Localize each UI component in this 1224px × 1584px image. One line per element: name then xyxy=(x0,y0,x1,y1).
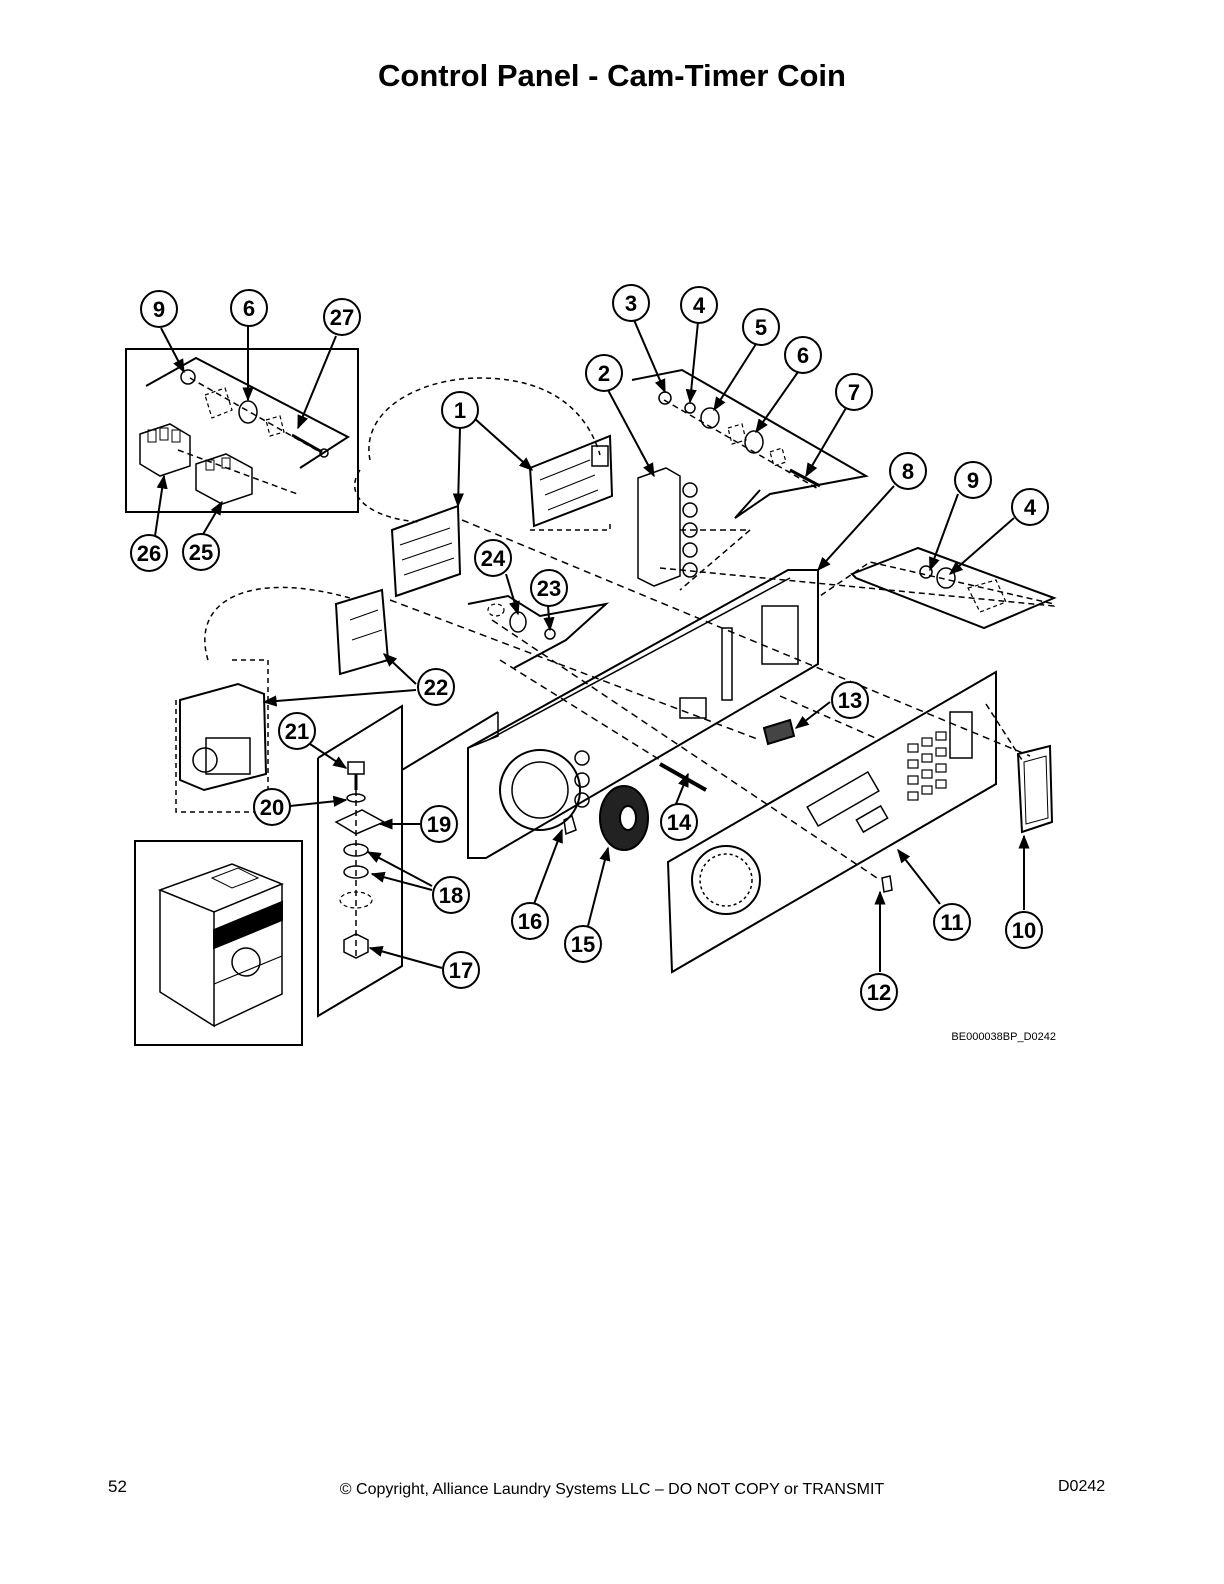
callout-27: 27 xyxy=(323,298,361,336)
callout-12: 12 xyxy=(860,973,898,1011)
callout-18: 18 xyxy=(432,876,470,914)
svg-text:27: 27 xyxy=(330,305,354,330)
timer-board-assembly xyxy=(353,377,614,598)
svg-text:21: 21 xyxy=(285,719,309,744)
svg-text:9: 9 xyxy=(967,468,979,493)
page-number: 52 xyxy=(108,1477,127,1496)
svg-text:4: 4 xyxy=(1024,495,1037,520)
switch-mount-hardware xyxy=(631,368,869,519)
svg-text:17: 17 xyxy=(449,958,473,983)
alignment-lines xyxy=(389,519,1031,881)
callout-4: 4 xyxy=(1011,488,1049,526)
callout-3: 3 xyxy=(612,284,650,322)
svg-text:13: 13 xyxy=(838,688,862,713)
callout-15: 15 xyxy=(564,925,602,963)
svg-text:2: 2 xyxy=(598,361,610,386)
callout-4: 4 xyxy=(680,286,718,324)
page-title: Control Panel - Cam-Timer Coin xyxy=(378,58,846,93)
svg-text:24: 24 xyxy=(481,546,506,571)
svg-text:7: 7 xyxy=(848,380,860,405)
callout-6: 6 xyxy=(230,289,268,327)
leader-lines xyxy=(154,319,1030,972)
callout-11: 11 xyxy=(933,903,971,941)
callout-13: 13 xyxy=(831,681,869,719)
callout-19: 19 xyxy=(420,805,458,843)
callout-21: 21 xyxy=(278,712,316,750)
copyright-notice: © Copyright, Alliance Laundry Systems LL… xyxy=(339,1481,885,1498)
inset-contactor-group xyxy=(125,348,359,513)
svg-text:8: 8 xyxy=(902,459,914,484)
svg-text:6: 6 xyxy=(243,296,255,321)
callout-8: 8 xyxy=(889,452,927,490)
callout-23: 23 xyxy=(530,569,568,607)
svg-text:26: 26 xyxy=(137,541,161,566)
figure-id: BE000038BP_D0242 xyxy=(951,1031,1056,1043)
svg-text:11: 11 xyxy=(940,910,963,935)
callout-14: 14 xyxy=(660,803,698,841)
callout-9: 9 xyxy=(140,290,178,328)
callout-1: 1 xyxy=(441,391,479,429)
svg-text:3: 3 xyxy=(625,291,637,316)
callout-24: 24 xyxy=(474,539,512,577)
callout-17: 17 xyxy=(442,951,480,989)
callout-16: 16 xyxy=(511,902,549,940)
svg-text:4: 4 xyxy=(693,293,706,318)
callout-7: 7 xyxy=(835,373,873,411)
document-code: D0242 xyxy=(1058,1478,1106,1495)
svg-text:9: 9 xyxy=(153,297,165,322)
control-panel-housing xyxy=(467,546,1057,859)
callout-markers: 9 6 27 26 25 3 4 5 6 7 2 1 8 9 4 24 23 2… xyxy=(130,284,1049,1011)
callout-26: 26 xyxy=(130,534,168,572)
svg-text:12: 12 xyxy=(867,980,891,1005)
callout-20: 20 xyxy=(253,788,291,826)
switch-bank-assembly xyxy=(637,467,753,591)
svg-text:10: 10 xyxy=(1012,918,1036,943)
callout-9: 9 xyxy=(954,461,992,499)
svg-text:25: 25 xyxy=(189,540,213,565)
callout-2: 2 xyxy=(585,354,623,392)
callout-6: 6 xyxy=(784,336,822,374)
svg-text:18: 18 xyxy=(439,883,463,908)
callout-22: 22 xyxy=(417,668,455,706)
front-overlay-panel xyxy=(666,670,1054,974)
svg-text:1: 1 xyxy=(454,398,466,423)
callout-5: 5 xyxy=(742,308,780,346)
svg-text:6: 6 xyxy=(797,343,809,368)
svg-text:16: 16 xyxy=(518,909,542,934)
callout-10: 10 xyxy=(1005,911,1043,949)
svg-text:15: 15 xyxy=(571,932,595,957)
svg-text:5: 5 xyxy=(755,315,767,340)
svg-text:20: 20 xyxy=(260,795,284,820)
svg-text:23: 23 xyxy=(537,576,561,601)
callout-25: 25 xyxy=(182,533,220,571)
machine-location-inset xyxy=(134,840,303,1046)
lock-hardware-group xyxy=(467,594,610,669)
svg-text:19: 19 xyxy=(427,812,451,837)
svg-text:14: 14 xyxy=(667,810,692,835)
svg-text:22: 22 xyxy=(424,675,448,700)
